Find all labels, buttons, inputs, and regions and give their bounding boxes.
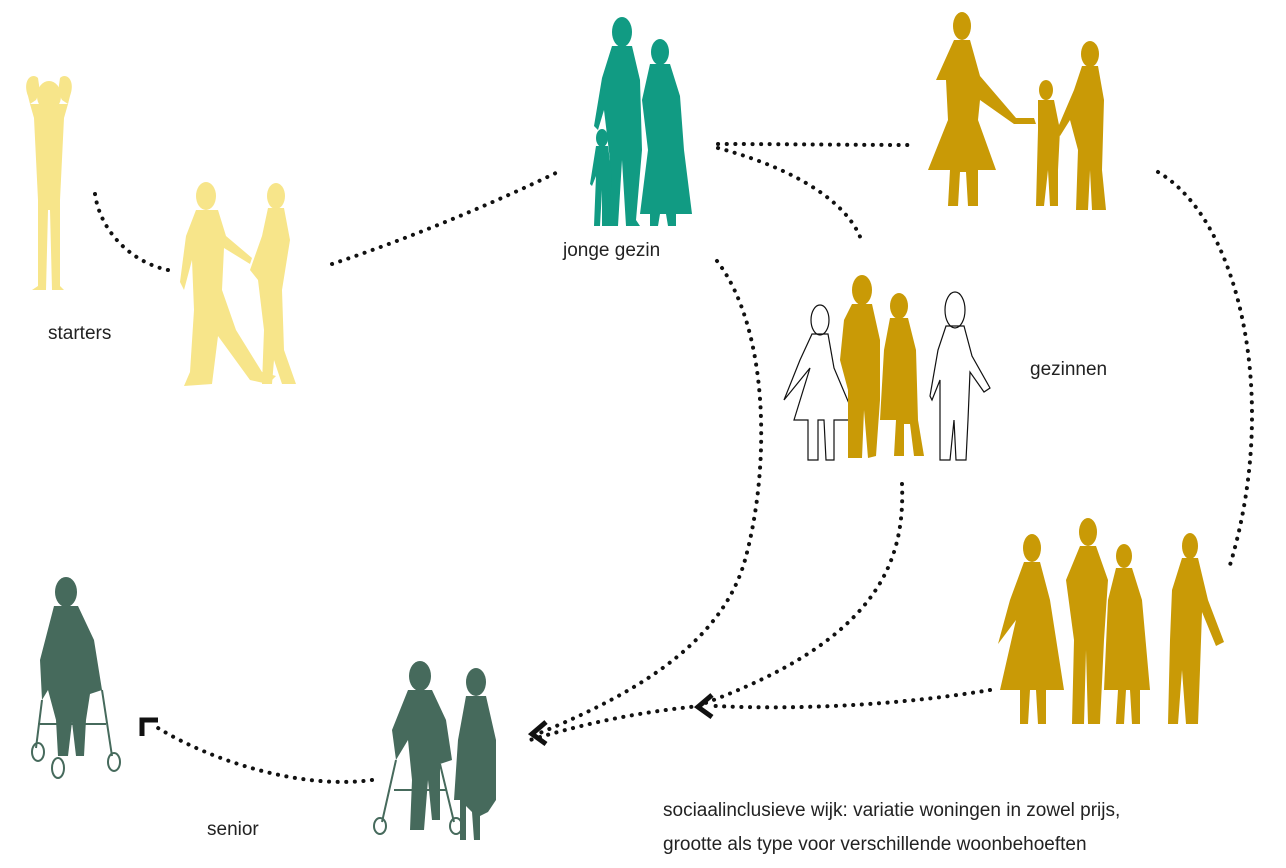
arrowheads <box>139 693 714 747</box>
caption-line-1: sociaalinclusieve wijk: variatie woninge… <box>663 800 1121 821</box>
path-jonge-gezin-to-mixed-family <box>716 146 864 244</box>
jonge-gezin-figure <box>590 17 692 226</box>
path-couple-to-jonge-gezin <box>330 168 564 266</box>
gezinnen-mixed-figure <box>783 275 991 461</box>
starters-couple-figure <box>180 182 296 386</box>
starters-label-text: starters <box>48 323 112 344</box>
arrowhead-walker <box>139 717 158 736</box>
path-jonge-gezin-to-gezinnen <box>716 142 914 147</box>
gezinnen-family-figure <box>928 12 1106 210</box>
path-starters-to-couple <box>93 192 170 272</box>
arrowhead-mid <box>693 693 714 720</box>
path-second-arrow-to-senior <box>528 704 702 742</box>
path-large-family-to-arrow <box>713 688 992 710</box>
senior-label-text: senior <box>207 819 259 840</box>
senior-couple-figure <box>373 661 496 840</box>
gezinnen-label-text: gezinnen <box>1030 359 1108 380</box>
caption: sociaalinclusieve wijk: variatie woninge… <box>663 794 1286 862</box>
jonge-gezin-label-text: jonge gezin <box>563 240 661 261</box>
caption-line-2: grootte als type voor verschillende woon… <box>663 834 1087 855</box>
large-family-figure <box>998 518 1224 724</box>
senior-walker-figure <box>31 577 121 779</box>
path-gezinnen-to-large-family <box>1156 170 1254 567</box>
path-jonge-gezin-down <box>533 259 764 737</box>
transition-arrows <box>93 142 1254 784</box>
starters-single-figure <box>26 76 72 290</box>
path-mixed-family-down <box>698 482 905 707</box>
arrowhead-senior <box>527 720 548 747</box>
path-senior-to-walker <box>156 726 374 784</box>
